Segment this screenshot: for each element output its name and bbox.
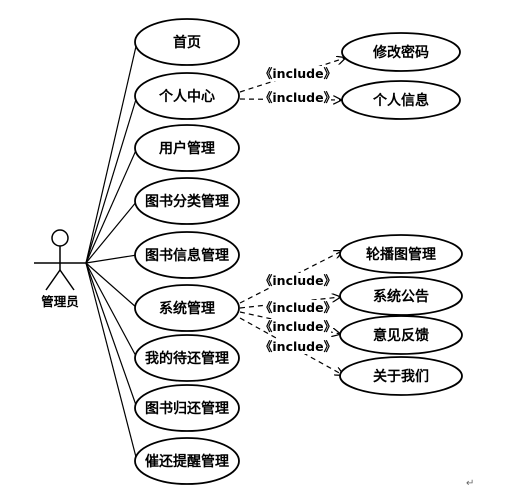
include-label-bg [265,339,331,354]
include-label-bg [265,300,331,315]
use-case-personal-info: 个人信息 [341,80,461,120]
use-case-ellipse [134,124,240,172]
include-label-bg [265,319,331,334]
association-line-user-mgmt [85,147,138,264]
association-line-personal-center [85,95,138,264]
use-case-ellipse [134,384,240,432]
use-case-ellipse [341,32,461,72]
use-case-label: 图书分类管理 [145,193,229,210]
include-label-bg [265,90,331,105]
use-case-group: 首页个人中心用户管理图书分类管理图书信息管理系统管理我的待还管理图书归还管理催还… [134,18,463,485]
use-case-label: 系统管理 [159,300,215,317]
use-case-label: 意见反馈 [373,327,429,344]
use-case-ellipse [339,276,463,316]
use-case-ellipse [339,234,463,274]
use-case-label: 我的待还管理 [145,350,229,367]
include-label-system-notice: 《include》 [260,300,336,315]
use-case-book-return-mgmt: 图书归还管理 [134,384,240,432]
association-line-my-pending-return-mgmt [85,262,138,359]
use-case-label: 用户管理 [159,140,215,157]
use-case-return-reminder-mgmt: 催还提醒管理 [134,437,240,485]
use-case-ellipse [134,334,240,382]
association-line-home [85,41,138,264]
use-case-ellipse [341,80,461,120]
use-case-ellipse [134,284,240,332]
use-case-label: 个人信息 [372,92,429,109]
use-case-label: 轮播图管理 [366,246,436,263]
use-case-book-category-mgmt: 图书分类管理 [134,177,240,225]
association-line-return-reminder-mgmt [85,262,138,462]
use-case-ellipse [134,72,240,120]
include-relations: 《include》《include》《include》《include》《inc… [239,58,345,375]
include-label-bg [265,66,331,81]
use-case-label: 图书归还管理 [145,400,229,417]
use-case-my-pending-return-mgmt: 我的待还管理 [134,334,240,382]
association-line-book-return-mgmt [85,262,138,409]
include-label-about-us: 《include》 [260,339,336,354]
use-case-label: 关于我们 [373,368,429,385]
include-arrow-system-notice [239,297,340,309]
association-lines [85,41,138,462]
use-case-book-info-mgmt: 图书信息管理 [134,231,240,279]
use-case-change-password: 修改密码 [341,32,461,72]
use-case-ellipse [134,177,240,225]
actor: 管理员 [34,229,86,309]
paragraph-mark: ↵ [466,478,474,489]
use-case-carousel-mgmt: 轮播图管理 [339,234,463,274]
include-label-carousel-mgmt: 《include》 [260,273,336,288]
use-case-ellipse [134,231,240,279]
include-label-change-password: 《include》 [260,66,336,81]
use-case-personal-center: 个人中心 [134,72,240,120]
use-case-about-us: 关于我们 [339,356,463,396]
use-case-system-notice: 系统公告 [339,276,463,316]
stick-figure-actor-icon [34,229,86,291]
use-case-label: 系统公告 [373,288,429,305]
use-case-label: 修改密码 [372,44,429,61]
association-line-book-info-mgmt [85,254,138,264]
use-case-ellipse [134,437,240,485]
use-case-home: 首页 [134,18,240,66]
association-line-book-category-mgmt [85,200,138,264]
use-case-ellipse [339,315,463,355]
include-label-bg [265,273,331,288]
use-case-feedback: 意见反馈 [339,315,463,355]
include-label-feedback: 《include》 [260,319,336,334]
association-line-system-mgmt [85,262,138,309]
use-case-label: 图书信息管理 [145,247,229,264]
use-case-system-mgmt: 系统管理 [134,284,240,332]
actor-label: 管理员 [41,294,79,309]
use-case-ellipse [339,356,463,396]
use-case-label: 首页 [173,34,201,51]
use-case-label: 个人中心 [158,88,215,105]
use-case-ellipse [134,18,240,66]
use-case-label: 催还提醒管理 [145,453,229,470]
use-case-user-mgmt: 用户管理 [134,124,240,172]
include-label-personal-info: 《include》 [260,90,336,105]
